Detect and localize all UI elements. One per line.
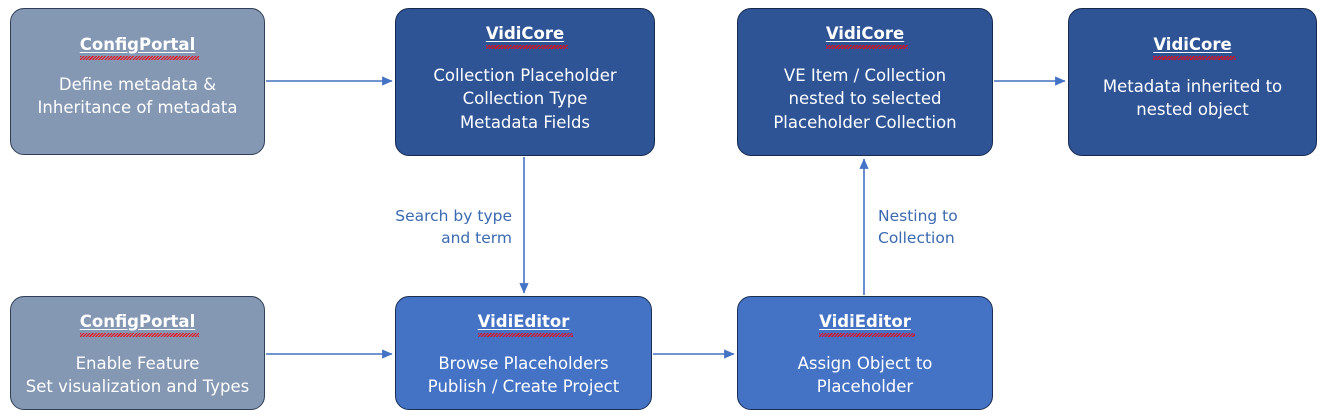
node-body: Assign Object to Placeholder bbox=[797, 353, 933, 397]
node-body: Define metadata & Inheritance of metadat… bbox=[37, 74, 238, 118]
node-title: ConfigPortal bbox=[79, 312, 200, 337]
node-title: VidiCore bbox=[825, 24, 909, 49]
node-body: VE Item / Collection nested to selected … bbox=[773, 65, 957, 132]
node-body: Metadata inherited to nested object bbox=[1102, 76, 1283, 120]
node-title: VidiEditor bbox=[477, 312, 574, 337]
node-vidicore-collection-placeholder[interactable]: VidiCore Collection Placeholder Collecti… bbox=[395, 8, 655, 156]
node-body: Collection Placeholder Collection Type M… bbox=[433, 65, 617, 132]
node-title: VidiCore bbox=[485, 24, 569, 49]
node-title: VidiCore bbox=[1153, 35, 1237, 60]
node-title: ConfigPortal bbox=[79, 35, 200, 60]
node-config-portal-metadata[interactable]: ConfigPortal Define metadata & Inheritan… bbox=[10, 8, 265, 155]
node-title: VidiEditor bbox=[819, 312, 915, 337]
node-vidicore-metadata-inherited[interactable]: VidiCore Metadata inherited to nested ob… bbox=[1068, 8, 1317, 156]
node-vidicore-ve-item-nested[interactable]: VidiCore VE Item / Collection nested to … bbox=[737, 8, 993, 156]
node-body: Browse Placeholders Publish / Create Pro… bbox=[427, 353, 620, 397]
node-config-portal-enable-feature[interactable]: ConfigPortal Enable Feature Set visualiz… bbox=[10, 296, 265, 410]
edge-label-search-by-type-and-term: Search by type and term bbox=[395, 207, 512, 248]
node-videditor-assign-object[interactable]: VidiEditor Assign Object to Placeholder bbox=[737, 296, 993, 410]
node-body: Enable Feature Set visualization and Typ… bbox=[25, 353, 250, 397]
edge-label-nesting-to-collection: Nesting to Collection bbox=[878, 207, 958, 248]
node-videditor-browse-placeholders[interactable]: VidiEditor Browse Placeholders Publish /… bbox=[395, 296, 652, 410]
